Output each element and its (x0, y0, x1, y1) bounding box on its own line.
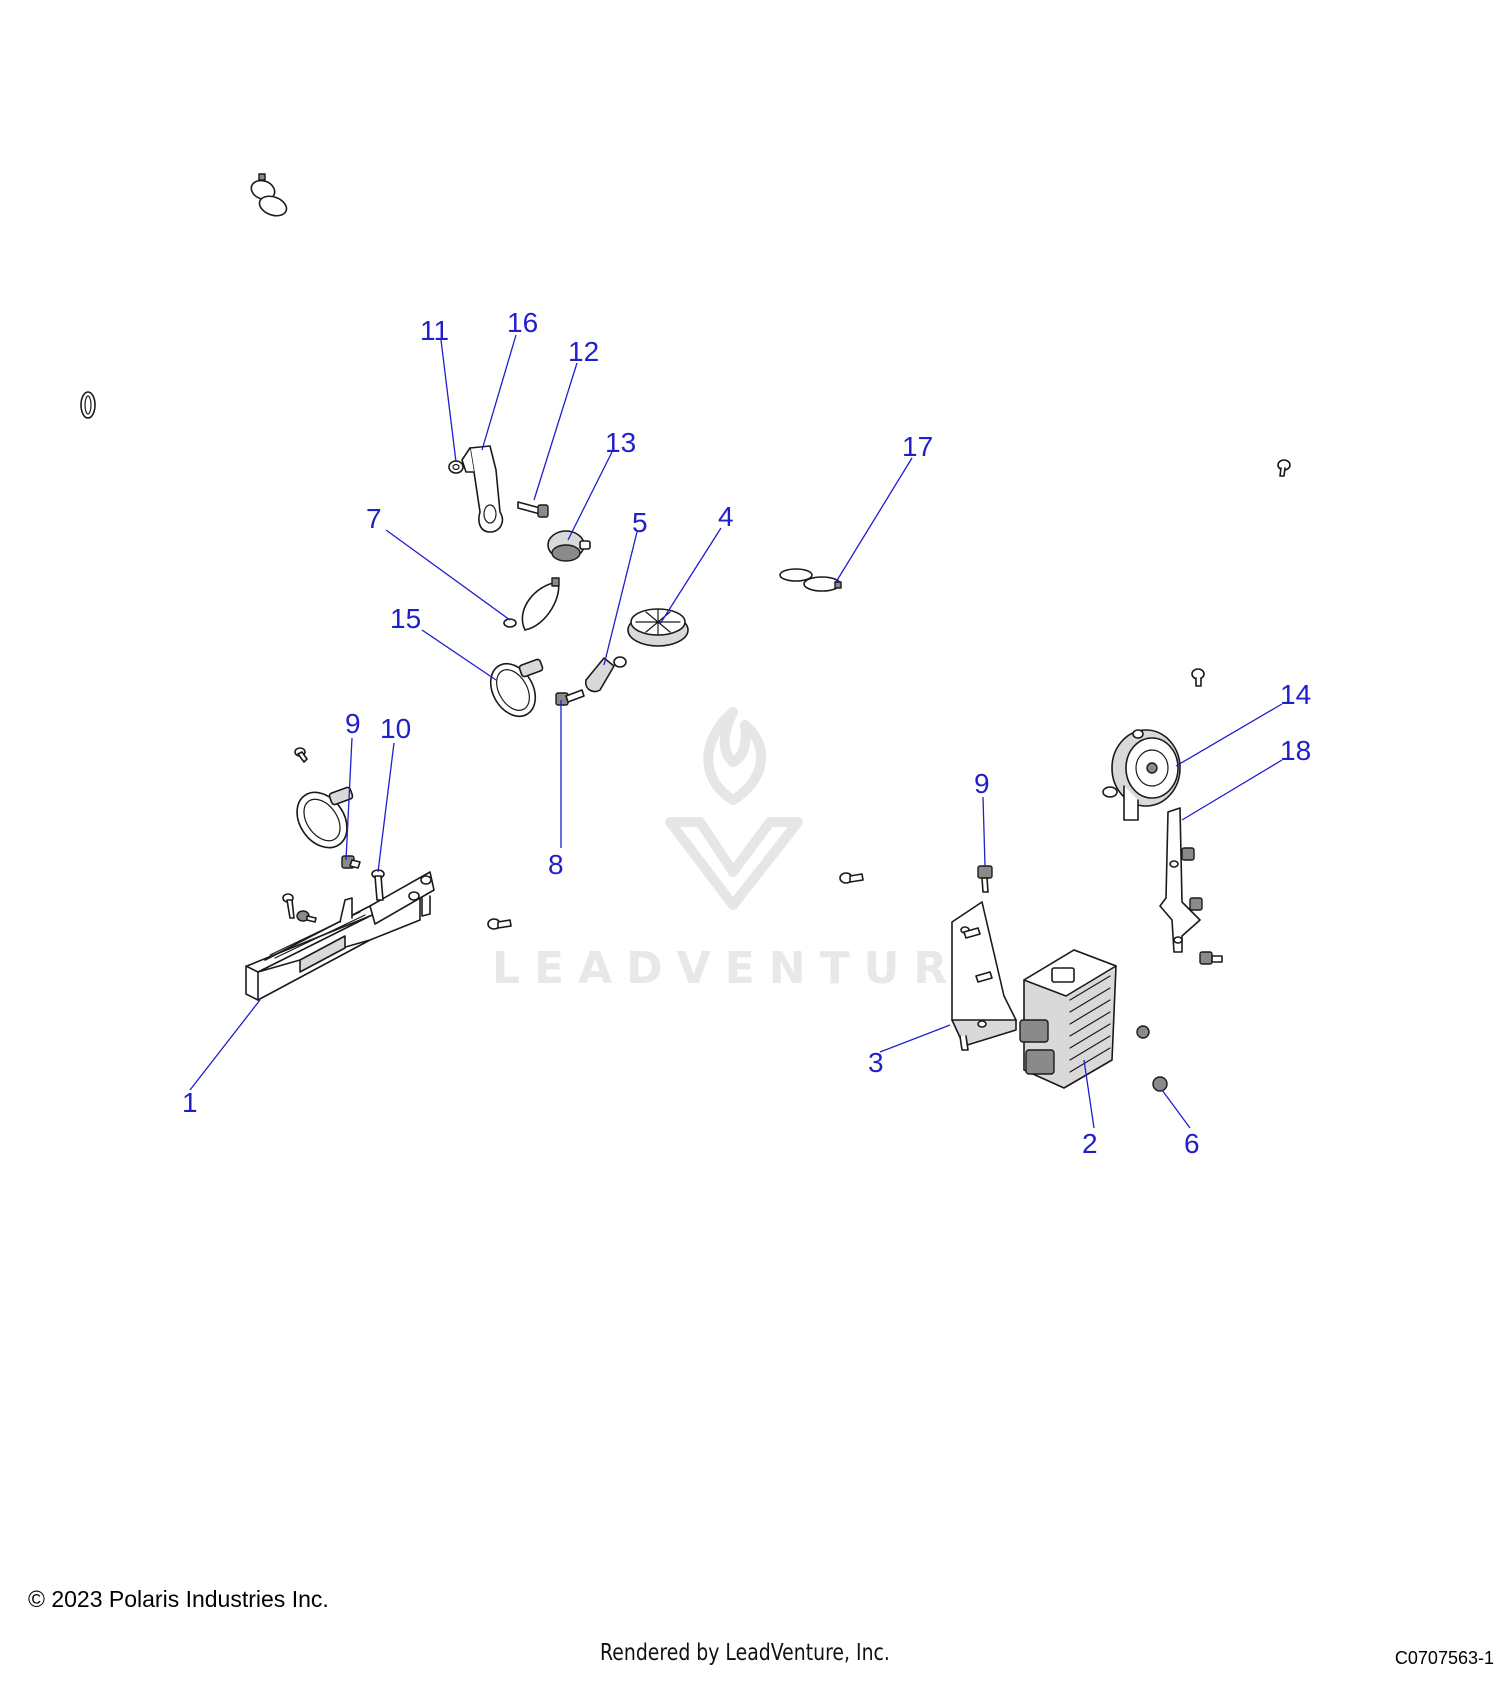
callout-18: 18 (1280, 735, 1311, 766)
callout-7: 7 (366, 503, 382, 534)
loose-clip-left (80, 391, 96, 419)
callout-6: 6 (1184, 1128, 1200, 1159)
part-15-clamp (489, 658, 544, 718)
part-9-bolt-left (341, 855, 361, 869)
callout-9-left: 9 (345, 708, 361, 739)
part-9-bolt-right (977, 865, 993, 893)
watermark-chevron-icon (665, 817, 803, 910)
copyright-text: © 2023 Polaris Industries Inc. (28, 1586, 329, 1612)
callout-8: 8 (548, 849, 564, 880)
part-3-l-bracket (951, 901, 1017, 1051)
rendered-by-text: Rendered by LeadVenture, Inc. (600, 1640, 890, 1666)
callout-15: 15 (390, 603, 421, 634)
loose-clip-top-left (250, 173, 288, 217)
callout-14: 14 (1280, 679, 1311, 710)
callout-9-right: 9 (974, 768, 990, 799)
part-10-bolt (371, 869, 385, 901)
callout-12: 12 (568, 336, 599, 367)
callout-numbers: 11 16 12 13 7 5 4 17 15 9 10 8 1 9 14 18… (182, 307, 1311, 1159)
callout-17: 17 (902, 431, 933, 462)
part-13-switch (547, 530, 591, 562)
watermark-text: LEADVENTURE (492, 943, 1005, 994)
part-11-nut (448, 460, 464, 474)
callout-5: 5 (632, 507, 648, 538)
part-4-grommet (627, 608, 689, 647)
part-5-terminal (584, 656, 627, 693)
part-6-nuts (1136, 1025, 1168, 1092)
part-2-regulator (1019, 949, 1117, 1089)
callout-10: 10 (380, 713, 411, 744)
callout-4: 4 (718, 501, 734, 532)
callout-2: 2 (1082, 1128, 1098, 1159)
part-1-bracket-assembly (245, 871, 435, 1001)
leader-lines (189, 334, 1283, 1129)
leadventure-watermark: LEADVENTURE (492, 707, 1005, 994)
part-18-bracket (1159, 668, 1223, 965)
callout-1: 1 (182, 1087, 198, 1118)
misc-bolts-left (282, 747, 864, 930)
callout-16: 16 (507, 307, 538, 338)
loose-screw-top-right (1277, 459, 1291, 477)
part-8-bolt (555, 689, 585, 706)
part-7-zip-tie (503, 577, 560, 631)
part-12-bolt (517, 501, 549, 518)
left-clamp (296, 786, 354, 849)
part-16-bracket (461, 445, 504, 533)
part-17-clip (779, 568, 842, 592)
part-14-horn (1102, 729, 1181, 821)
callout-3: 3 (868, 1047, 884, 1078)
diagram-code: C0707563-1 (1394, 1648, 1494, 1668)
watermark-flame-icon (703, 707, 767, 805)
callout-11: 11 (420, 315, 449, 346)
callout-13: 13 (605, 427, 636, 458)
